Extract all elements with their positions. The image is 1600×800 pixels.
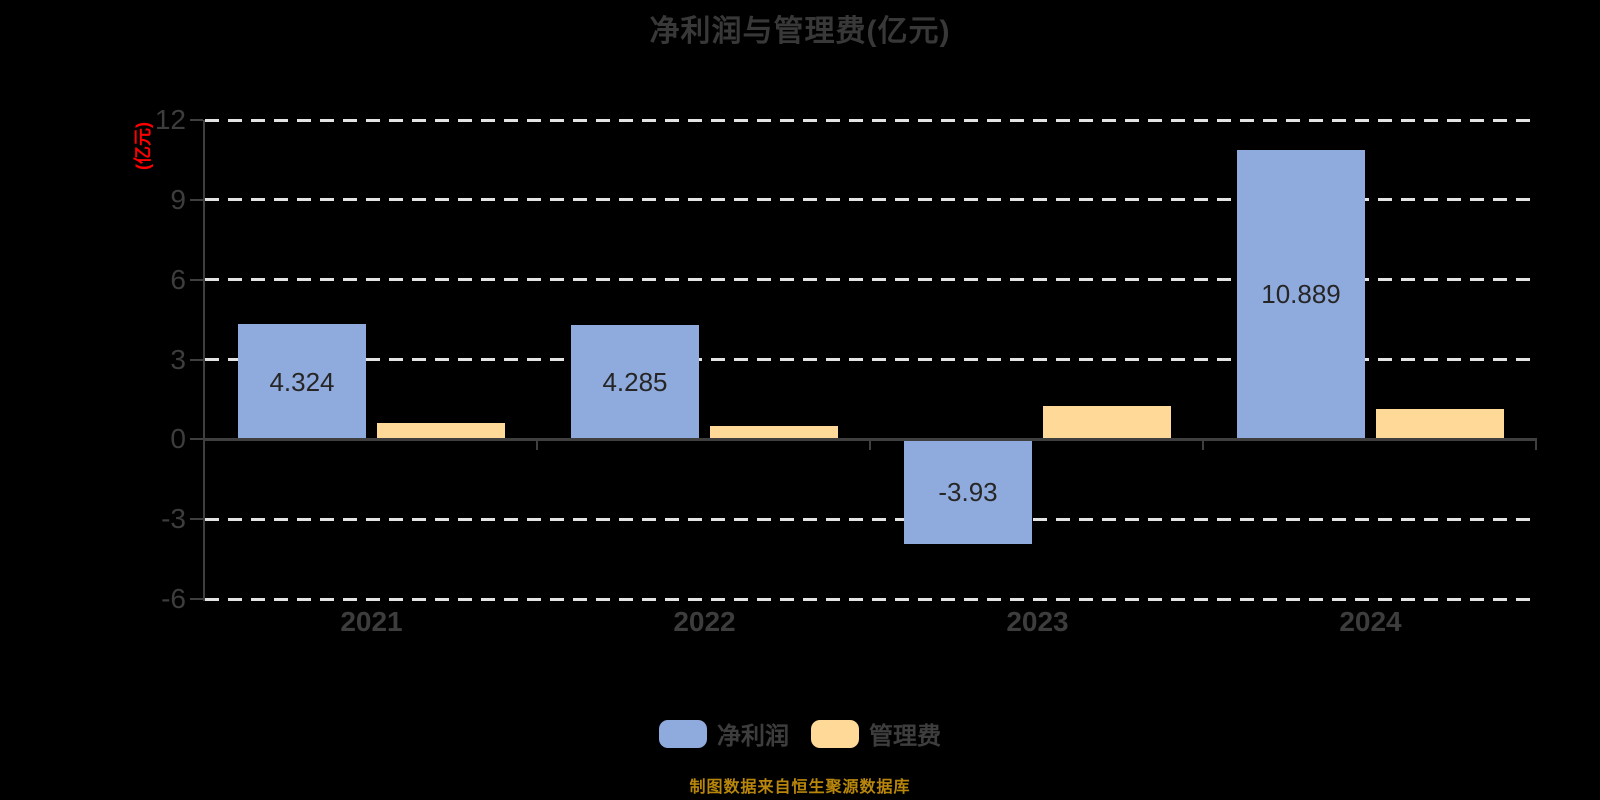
y-axis-line bbox=[203, 120, 205, 601]
y-tick-label: 6 bbox=[170, 263, 186, 295]
x-tick-label: 2024 bbox=[1339, 606, 1402, 637]
net-profit-legend-label: 净利润 bbox=[717, 723, 789, 750]
bar-value-label: 4.285 bbox=[602, 367, 668, 398]
y-tick-mark bbox=[190, 438, 203, 441]
data-source-note: 制图数据来自恒生聚源数据库 bbox=[689, 779, 911, 796]
bar-value-label: 10.889 bbox=[1261, 279, 1341, 310]
bar-net-profit-2021 bbox=[238, 324, 366, 440]
x-tick-mark bbox=[1535, 441, 1537, 451]
bar-value-label: 4.324 bbox=[269, 366, 335, 397]
mgmt-fee-legend-swatch bbox=[811, 719, 859, 748]
legend: 净利润 管理费 bbox=[0, 716, 1600, 751]
legend-item-mgmt-fee: 管理费 bbox=[811, 716, 941, 751]
y-tick-mark bbox=[190, 198, 203, 201]
x-axis-zero-line bbox=[205, 438, 1537, 442]
x-tick-label: 2021 bbox=[340, 606, 403, 637]
y-tick-label: 0 bbox=[170, 423, 186, 455]
y-tick-label: 3 bbox=[170, 343, 186, 375]
chart-title: 净利润与管理费(亿元) bbox=[649, 15, 951, 48]
bar-net-profit-2024 bbox=[1237, 149, 1365, 440]
net-profit-legend-swatch bbox=[659, 719, 707, 748]
bar-net-profit-2023 bbox=[904, 439, 1032, 544]
bar-mgmt-fee-2022 bbox=[710, 426, 838, 440]
x-tick-mark bbox=[536, 441, 538, 451]
bar-mgmt-fee-2024 bbox=[1376, 409, 1504, 440]
y-tick-mark bbox=[190, 358, 203, 361]
x-tick-label: 2023 bbox=[1006, 606, 1069, 637]
gridline bbox=[205, 597, 1537, 601]
gridline bbox=[205, 517, 1537, 521]
bar-value-label: -3.93 bbox=[938, 476, 998, 507]
mgmt-fee-legend-label: 管理费 bbox=[869, 723, 941, 750]
y-tick-mark bbox=[190, 598, 203, 600]
y-tick-label: 12 bbox=[154, 104, 186, 135]
gridline bbox=[205, 358, 1537, 361]
x-tick-mark bbox=[1202, 441, 1204, 451]
gridline bbox=[205, 198, 1537, 202]
gridline bbox=[205, 118, 1537, 122]
gridline bbox=[205, 278, 1537, 282]
bar-net-profit-2022 bbox=[571, 325, 699, 440]
y-tick-label: -3 bbox=[161, 503, 186, 535]
y-tick-mark bbox=[190, 119, 203, 121]
y-tick-mark bbox=[190, 278, 203, 281]
y-tick-label: 9 bbox=[170, 183, 186, 215]
x-tick-mark bbox=[869, 441, 871, 451]
legend-item-net-profit: 净利润 bbox=[659, 716, 789, 751]
y-tick-label: -6 bbox=[161, 583, 186, 614]
bar-mgmt-fee-2021 bbox=[377, 423, 505, 440]
bar-mgmt-fee-2023 bbox=[1043, 406, 1171, 440]
x-tick-label: 2022 bbox=[673, 606, 736, 637]
y-tick-mark bbox=[190, 518, 203, 521]
